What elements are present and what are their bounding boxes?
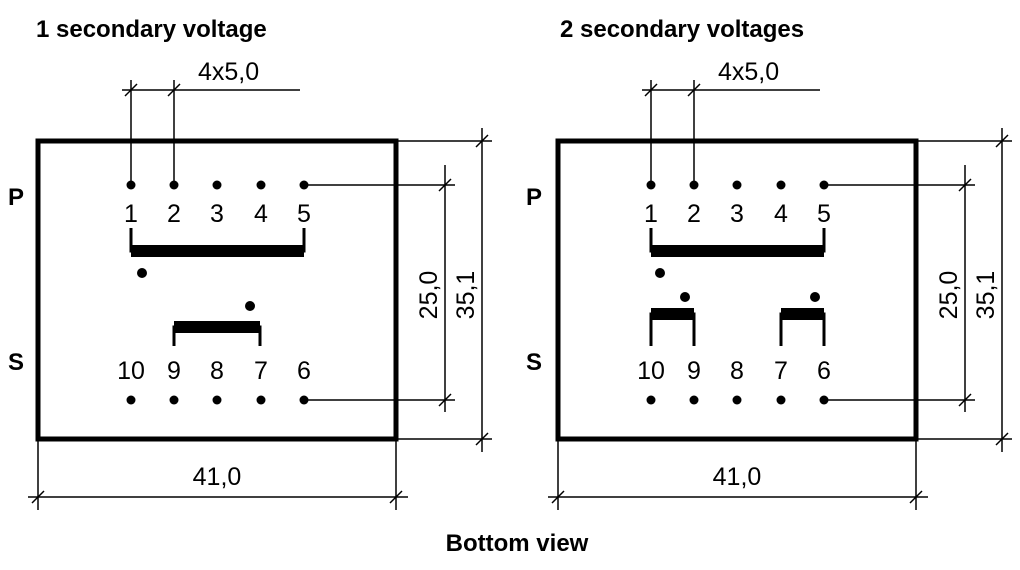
top-pin-row: [646, 180, 829, 190]
pin-2: [689, 180, 699, 190]
primary-label: P: [526, 184, 542, 211]
bottom-pin-numbers: 10 9 8 7 6: [117, 357, 311, 385]
pin-number: 2: [167, 200, 181, 228]
panel-title: 1 secondary voltage: [36, 16, 267, 43]
pin-number: 2: [687, 200, 701, 228]
pin-number: 8: [730, 357, 744, 385]
width-dimension: [548, 439, 928, 510]
panel-title: 2 secondary voltages: [560, 16, 804, 43]
pin-number: 3: [730, 200, 744, 228]
primary-label: P: [8, 184, 24, 211]
panel-one-secondary: 1 secondary voltage 4x5,0 P S 1 2 3 4 5: [8, 16, 492, 510]
pin-10: [646, 395, 656, 405]
pin-number: 1: [124, 200, 138, 228]
pin-3: [732, 180, 742, 190]
height-dimensions: [304, 128, 492, 452]
pin-row-distance-label: 25,0: [935, 271, 963, 320]
pin-1: [126, 180, 136, 190]
pin-2: [169, 180, 179, 190]
housing-outline: [555, 138, 919, 442]
pitch-dimension: [122, 80, 300, 185]
pin-7: [776, 395, 786, 405]
pitch-dimension: [642, 80, 820, 185]
pin-3: [212, 180, 222, 190]
pin-4: [256, 180, 266, 190]
polarity-dot: [137, 268, 147, 278]
bottom-pin-row: [646, 395, 829, 405]
top-pin-numbers: 1 2 3 4 5: [644, 200, 831, 228]
secondary-winding-2-symbol: [779, 292, 826, 346]
pitch-label: 4x5,0: [198, 58, 259, 86]
secondary-label: S: [526, 349, 542, 376]
pin-number: 9: [687, 357, 701, 385]
height-dimensions: [824, 128, 1012, 452]
pin-7: [256, 395, 266, 405]
pin-number: 6: [817, 357, 831, 385]
primary-winding-symbol: [129, 228, 306, 278]
primary-winding-symbol: [649, 228, 826, 278]
bottom-pin-row: [126, 395, 309, 405]
width-dimension: [28, 439, 408, 510]
top-pin-numbers: 1 2 3 4 5: [124, 200, 311, 228]
pin-number: 9: [167, 357, 181, 385]
top-pin-row: [126, 180, 309, 190]
polarity-dot: [245, 301, 255, 311]
polarity-dot: [810, 292, 820, 302]
pin-number: 4: [774, 200, 788, 228]
pin-number: 4: [254, 200, 268, 228]
pitch-label: 4x5,0: [718, 58, 779, 86]
pin-8: [732, 395, 742, 405]
pin-number: 6: [297, 357, 311, 385]
pin-number: 7: [254, 357, 268, 385]
pin-8: [212, 395, 222, 405]
pin-number: 10: [637, 357, 665, 385]
pin-number: 7: [774, 357, 788, 385]
polarity-dot: [680, 292, 690, 302]
pin-number: 10: [117, 357, 145, 385]
bottom-pin-numbers: 10 9 8 7 6: [637, 357, 831, 385]
housing-outline: [35, 138, 399, 442]
pin-number: 3: [210, 200, 224, 228]
pin-number: 5: [297, 200, 311, 228]
pin-1: [646, 180, 656, 190]
pin-9: [169, 395, 179, 405]
view-caption: Bottom view: [446, 530, 589, 557]
panel-two-secondaries: 2 secondary voltages 4x5,0 P S 1 2 3 4 5: [526, 16, 1012, 510]
polarity-dot: [655, 268, 665, 278]
secondary-label: S: [8, 349, 24, 376]
pin-10: [126, 395, 136, 405]
height-label: 35,1: [972, 271, 1000, 320]
pin-number: 1: [644, 200, 658, 228]
pin-number: 8: [210, 357, 224, 385]
pin-row-distance-label: 25,0: [415, 271, 443, 320]
pin-9: [689, 395, 699, 405]
pin-4: [776, 180, 786, 190]
width-label: 41,0: [713, 463, 762, 491]
height-label: 35,1: [452, 271, 480, 320]
secondary-winding-1-symbol: [649, 292, 696, 346]
pin-number: 5: [817, 200, 831, 228]
width-label: 41,0: [193, 463, 242, 491]
secondary-winding-symbol: [172, 301, 262, 346]
